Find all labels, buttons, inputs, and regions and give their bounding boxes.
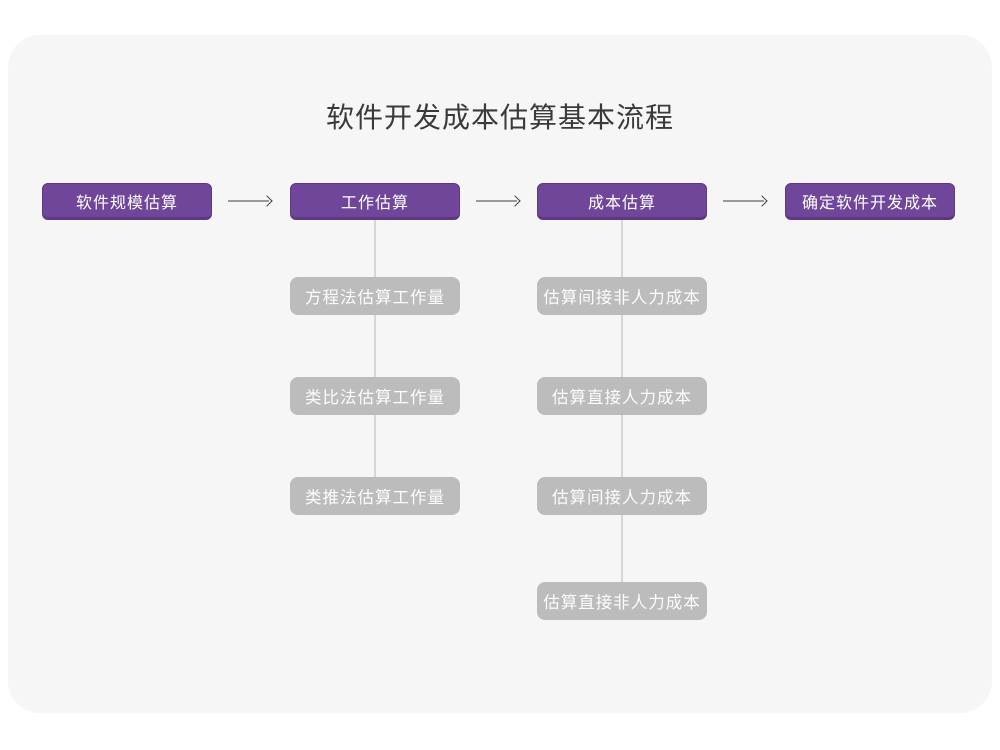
diagram-title: 软件开发成本估算基本流程 xyxy=(325,102,674,133)
diagram-card xyxy=(8,35,992,713)
node-extrapolation-method: 类推法估算工作量 xyxy=(290,477,460,515)
node-label: 类推法估算工作量 xyxy=(305,489,445,507)
node-label: 估算直接人力成本 xyxy=(552,389,692,407)
node-determine-dev-cost: 确定软件开发成本 xyxy=(785,183,955,220)
node-indirect-labor-cost: 估算间接人力成本 xyxy=(537,477,707,515)
node-label: 方程法估算工作量 xyxy=(305,289,445,307)
arrow-right-icon xyxy=(228,193,273,209)
node-software-scale-estimation: 软件规模估算 xyxy=(42,183,212,220)
node-cost-estimation: 成本估算 xyxy=(537,183,707,220)
arrow-right-icon xyxy=(476,193,521,209)
node-indirect-nonlabor-cost: 估算间接非人力成本 xyxy=(537,277,707,315)
node-direct-nonlabor-cost: 估算直接非人力成本 xyxy=(537,582,707,620)
node-equation-method: 方程法估算工作量 xyxy=(290,277,460,315)
node-label: 确定软件开发成本 xyxy=(801,194,938,212)
node-analogy-method: 类比法估算工作量 xyxy=(290,377,460,415)
node-label: 估算直接非人力成本 xyxy=(543,594,701,612)
node-label: 成本估算 xyxy=(587,194,656,212)
node-label: 软件规模估算 xyxy=(75,194,178,212)
node-label: 类比法估算工作量 xyxy=(305,389,445,407)
node-label: 估算间接人力成本 xyxy=(552,489,692,507)
arrow-right-icon xyxy=(723,193,768,209)
node-label: 估算间接非人力成本 xyxy=(543,289,701,307)
connector-line-work xyxy=(374,218,376,478)
node-work-estimation: 工作估算 xyxy=(290,183,460,220)
node-label: 工作估算 xyxy=(340,194,409,212)
node-direct-labor-cost: 估算直接人力成本 xyxy=(537,377,707,415)
